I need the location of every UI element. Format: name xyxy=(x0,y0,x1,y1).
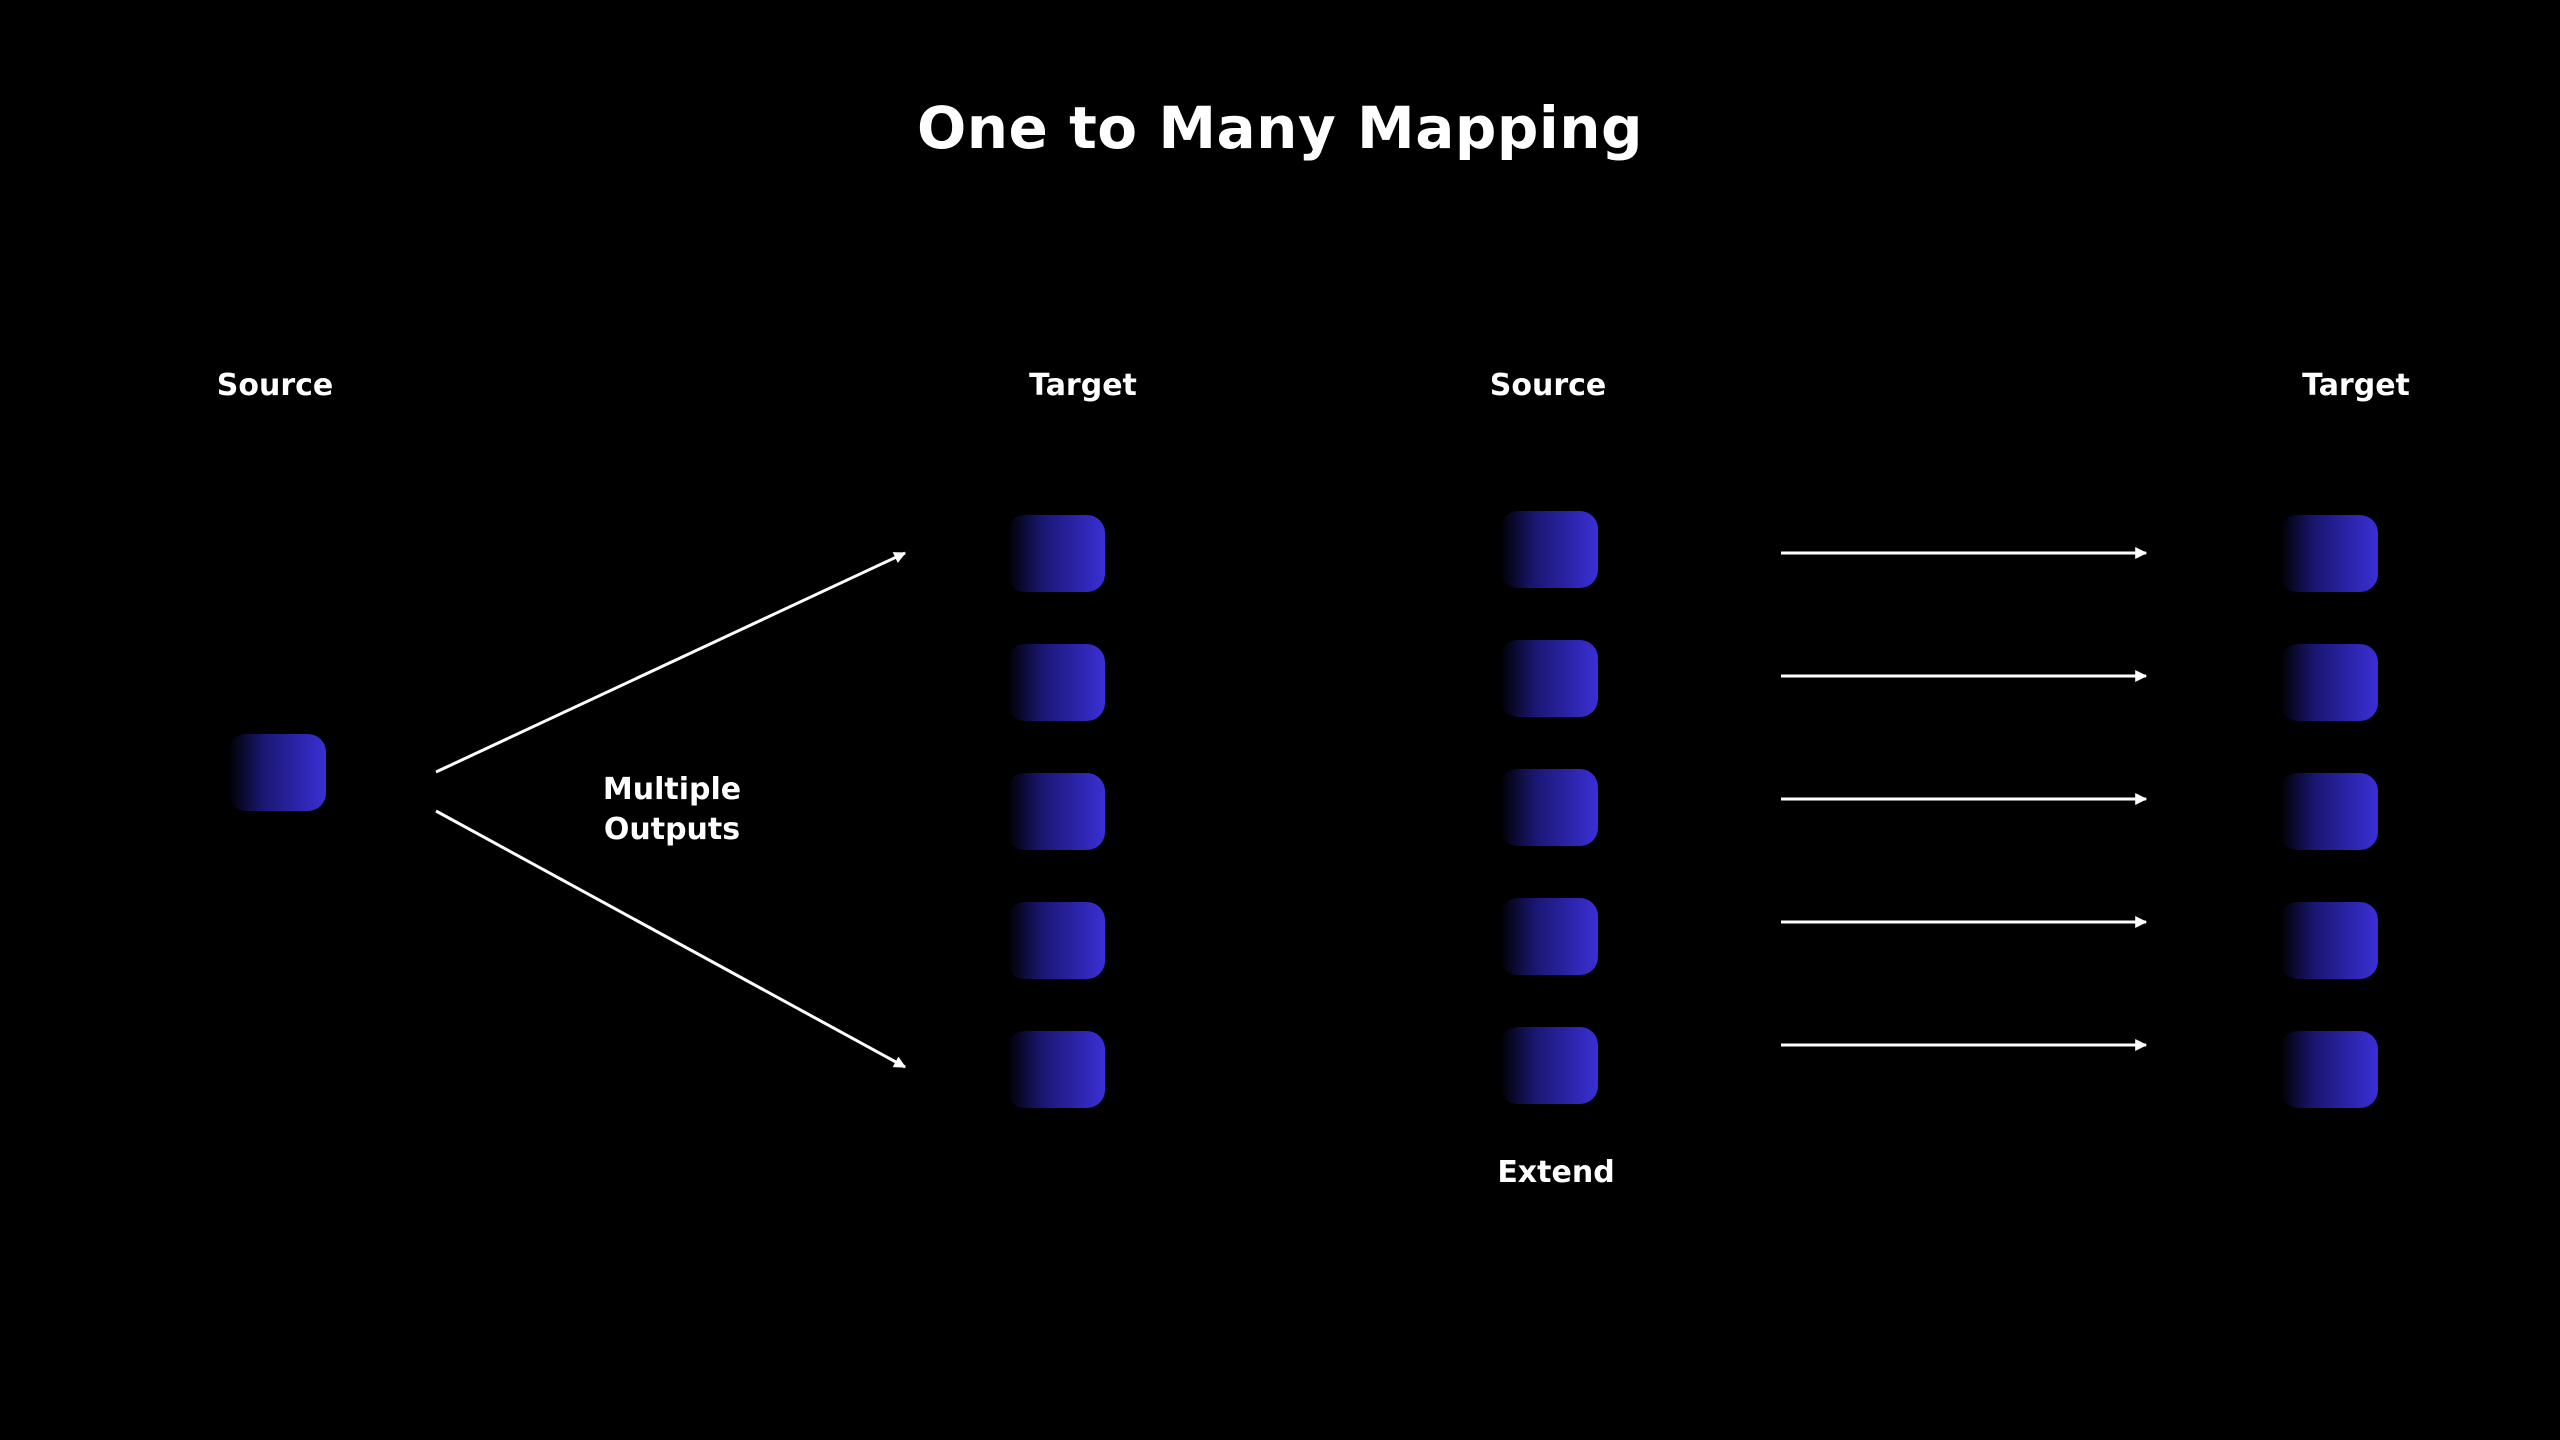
page-title: One to Many Mapping xyxy=(916,94,1644,162)
right-target-box-5 xyxy=(2280,1031,2378,1108)
extend-label: Extend xyxy=(1497,1155,1615,1190)
right-source-label: Source xyxy=(1489,368,1607,403)
left-target-box-2 xyxy=(1007,644,1105,721)
left-source-label: Source xyxy=(216,368,334,403)
left-target-box-5 xyxy=(1007,1031,1105,1108)
right-source-box-2 xyxy=(1500,640,1598,717)
multiple-outputs-label: Multiple Outputs xyxy=(602,772,742,847)
right-source-box-1 xyxy=(1500,511,1598,588)
right-target-box-2 xyxy=(2280,644,2378,721)
left-target-box-3 xyxy=(1007,773,1105,850)
right-source-box-5 xyxy=(1500,1027,1598,1104)
right-source-box-4 xyxy=(1500,898,1598,975)
right-target-label: Target xyxy=(2302,368,2410,403)
left-target-label: Target xyxy=(1029,368,1137,403)
right-source-box-3 xyxy=(1500,769,1598,846)
left-source-box xyxy=(228,734,326,811)
left-target-box-4 xyxy=(1007,902,1105,979)
left-target-box-1 xyxy=(1007,515,1105,592)
fan-out-arrow-upper xyxy=(435,551,907,774)
right-target-box-4 xyxy=(2280,902,2378,979)
right-target-box-3 xyxy=(2280,773,2378,850)
right-target-box-1 xyxy=(2280,515,2378,592)
